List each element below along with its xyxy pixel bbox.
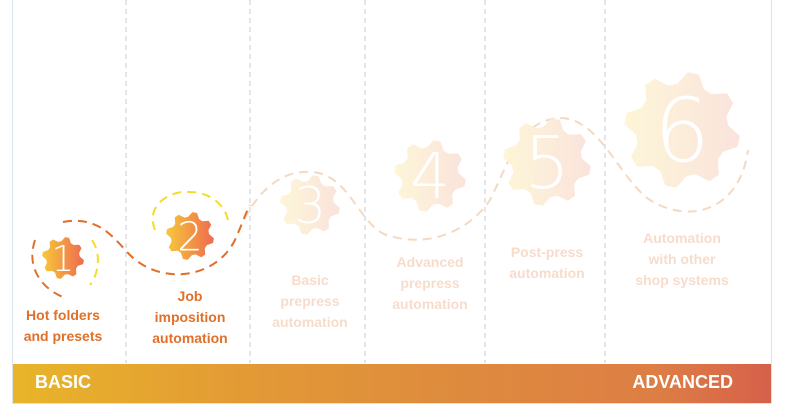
step-label-line: imposition: [154, 309, 226, 325]
gear-icon: [42, 237, 84, 279]
step-label-line: Job: [177, 288, 203, 304]
step-label: Post-press automation: [487, 242, 607, 284]
gear-icon: [503, 118, 591, 206]
step-number: 4: [410, 141, 450, 214]
ring-arc: [151, 190, 229, 231]
scale-end-label: ADVANCED: [632, 372, 733, 392]
ring-arc: [31, 239, 64, 298]
step-number: 5: [524, 121, 570, 205]
step-label: Job imposition automation: [130, 286, 250, 349]
step-label-line: prepress: [280, 293, 340, 309]
step-label-line: automation: [272, 314, 348, 330]
step-label-line: Basic: [291, 272, 329, 288]
step-number: 3: [294, 177, 326, 235]
step-label-line: shop systems: [635, 272, 729, 288]
gear-icon: [166, 212, 214, 260]
gear-icon: [394, 140, 466, 212]
progress-path-active: [62, 204, 251, 276]
diagram-frame: [12, 0, 772, 404]
step-number: 6: [654, 80, 710, 183]
step-label-line: automation: [392, 296, 468, 312]
step-label-line: and presets: [23, 328, 103, 344]
scale-start-label: BASIC: [35, 372, 92, 392]
gear-icon: [280, 175, 340, 235]
step-label-line: with other: [648, 251, 716, 267]
step-label-line: automation: [509, 265, 585, 281]
ring-arc: [89, 239, 99, 286]
gear-icon: [624, 72, 740, 188]
maturity-scale-bar: BASIC ADVANCED: [13, 364, 771, 403]
step-label: Automation with other shop systems: [622, 228, 742, 291]
progress-path: [62, 116, 749, 276]
step-label: Advanced prepress automation: [370, 252, 490, 315]
step-label-line: automation: [152, 330, 228, 346]
step-label-line: prepress: [400, 275, 460, 291]
step-number: 1: [52, 239, 75, 280]
step-label-line: Hot folders: [26, 307, 100, 323]
step-label-line: Automation: [643, 230, 721, 246]
step-label: Hot folders and presets: [3, 305, 123, 347]
step-number: 2: [177, 214, 202, 260]
step-label: Basic prepress automation: [250, 270, 370, 333]
step-label-line: Advanced: [396, 254, 464, 270]
step-label-line: Post-press: [510, 244, 584, 260]
